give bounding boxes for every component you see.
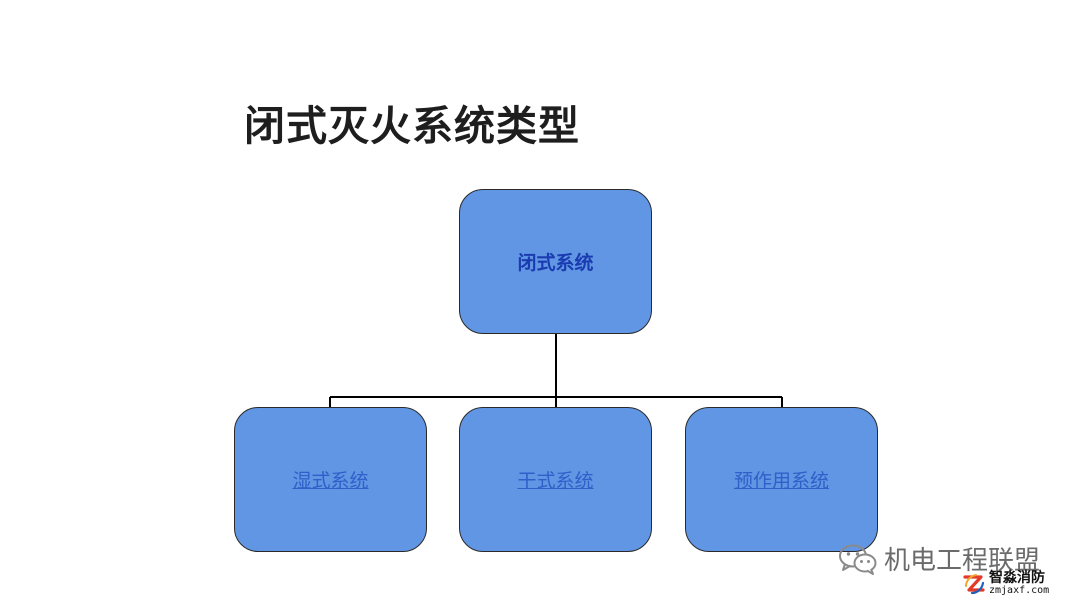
node-wet-system[interactable]: 湿式系统 — [234, 407, 427, 552]
watermark: 机电工程联盟 — [838, 540, 1040, 577]
node-wet-system-link[interactable]: 湿式系统 — [292, 470, 369, 492]
logo-url: zmjaxf.com — [989, 585, 1050, 596]
wechat-icon — [839, 544, 877, 575]
logo-name: 智淼消防 — [989, 570, 1045, 586]
zmjaxf-logo: 智淼消防 zmjaxf.com — [962, 571, 1049, 596]
node-closed-system-label: 闭式系统 — [517, 252, 594, 274]
node-dry-system-link[interactable]: 干式系统 — [517, 470, 594, 492]
node-closed-system: 闭式系统 — [459, 189, 652, 334]
node-preaction-system-link[interactable]: 预作用系统 — [733, 470, 829, 492]
zmjaxf-logo-icon — [963, 573, 985, 594]
node-preaction-system[interactable]: 预作用系统 — [685, 407, 878, 552]
slide-title: 闭式灭火系统类型 — [244, 102, 580, 150]
node-dry-system[interactable]: 干式系统 — [459, 407, 652, 552]
watermark-text: 机电工程联盟 — [884, 546, 1041, 576]
